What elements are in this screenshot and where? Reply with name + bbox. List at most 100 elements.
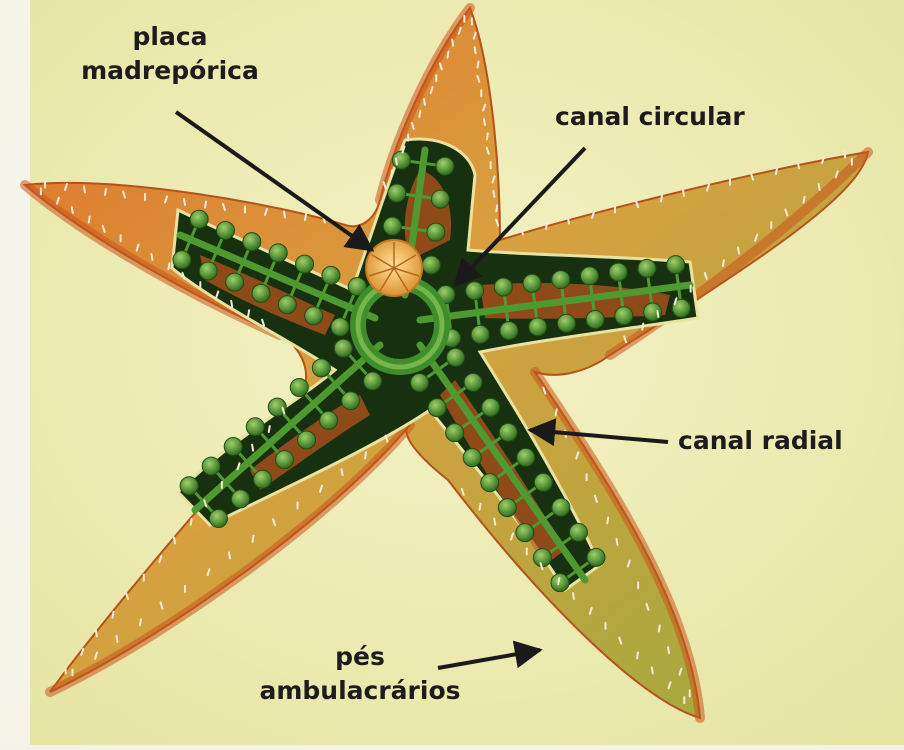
spine (168, 263, 169, 269)
tube-foot-ampulla (494, 278, 512, 296)
spine (152, 254, 153, 260)
spine (396, 158, 397, 164)
tube-foot-ampulla (552, 271, 570, 289)
tube-foot-ampulla (322, 266, 340, 284)
tube-foot-ampulla (586, 310, 604, 328)
tube-foot-ampulla (199, 262, 217, 280)
label-circular-canal: canal circular (555, 100, 745, 134)
tube-foot-ampulla (305, 307, 323, 325)
spine (546, 223, 547, 229)
spine (568, 218, 569, 224)
tube-foot-ampulla (431, 190, 449, 208)
tube-foot-ampulla (498, 499, 516, 517)
tube-foot-ampulla (534, 473, 552, 491)
spine (269, 426, 270, 432)
spine (84, 187, 85, 193)
spine (556, 409, 557, 415)
tube-foot-ampulla (446, 424, 464, 442)
spine (184, 199, 185, 205)
spine (231, 301, 232, 307)
spine (776, 168, 777, 174)
tube-foot-ampulla (202, 457, 220, 475)
tube-foot-ampulla (517, 448, 535, 466)
spine (668, 647, 669, 653)
label-madreporic-line2: madrepórica (70, 54, 270, 88)
tube-foot-ampulla (276, 451, 294, 469)
tube-foot-ampulla (615, 307, 633, 325)
spine (496, 205, 497, 211)
spine (738, 248, 739, 254)
tube-foot-ampulla (471, 325, 489, 343)
tube-foot-ampulla (224, 437, 242, 455)
tube-foot-ampulla (581, 267, 599, 285)
label-radial-canal: canal radial (678, 424, 843, 458)
spine (365, 452, 366, 458)
tube-foot-ampulla (209, 510, 227, 528)
tube-foot-ampulla (320, 411, 338, 429)
spine (174, 538, 175, 544)
tube-foot-ampulla (523, 274, 541, 292)
tube-foot-ampulla (551, 574, 569, 592)
spine (804, 197, 805, 203)
tube-foot-ampulla (411, 374, 429, 392)
spine (452, 40, 453, 46)
spine (723, 260, 724, 266)
spine (617, 539, 618, 545)
spine (305, 214, 306, 220)
tube-foot-ampulla (298, 431, 316, 449)
spine (657, 311, 658, 317)
tube-foot-ampulla (278, 296, 296, 314)
tube-foot-ampulla (388, 184, 406, 202)
spine (424, 99, 425, 105)
spine (478, 62, 479, 68)
label-tube-feet: pés ambulacrários (255, 640, 465, 708)
tube-foot-ampulla (436, 157, 454, 175)
madreporite-plate (366, 240, 422, 296)
tube-foot-ampulla (482, 398, 500, 416)
tube-foot-ampulla (364, 372, 382, 390)
spine (253, 536, 254, 542)
background-left-fade (0, 0, 30, 745)
tube-foot-ampulla (246, 418, 264, 436)
spine (661, 196, 662, 202)
spine (105, 189, 106, 195)
spine (96, 630, 97, 636)
spine (480, 504, 481, 510)
tube-foot-ampulla (392, 151, 410, 169)
tube-foot-ampulla (609, 263, 627, 281)
spine (229, 553, 230, 559)
tube-foot-ampulla (557, 314, 575, 332)
spine (448, 52, 449, 58)
spine (252, 445, 253, 451)
spine (798, 163, 799, 169)
tube-foot-ampulla (569, 523, 587, 541)
spine (819, 184, 820, 190)
tube-foot-ampulla (269, 244, 287, 262)
tube-foot-ampulla (231, 490, 249, 508)
spine (113, 612, 114, 618)
tube-foot-ampulla (481, 474, 499, 492)
tube-foot-ampulla (383, 217, 401, 235)
spine (89, 217, 90, 223)
tube-foot-ampulla (529, 318, 547, 336)
tube-foot-ampulla (667, 256, 685, 274)
tube-foot-ampulla (217, 221, 235, 239)
tube-foot-ampulla (296, 255, 314, 273)
tube-foot-ampulla (226, 273, 244, 291)
spine (484, 119, 485, 125)
label-tube-feet-line1: pés (255, 640, 465, 674)
spine (248, 310, 249, 316)
tube-foot-ampulla (180, 477, 198, 495)
spine (607, 517, 608, 523)
tube-foot-ampulla (638, 259, 656, 277)
tube-foot-ampulla (290, 379, 308, 397)
tube-foot-ampulla (427, 223, 445, 241)
tube-foot-ampulla (499, 423, 517, 441)
tube-foot-ampulla (334, 339, 352, 357)
spine (558, 578, 559, 584)
spine (391, 170, 392, 176)
spine (652, 667, 653, 673)
tube-foot-ampulla (552, 498, 570, 516)
